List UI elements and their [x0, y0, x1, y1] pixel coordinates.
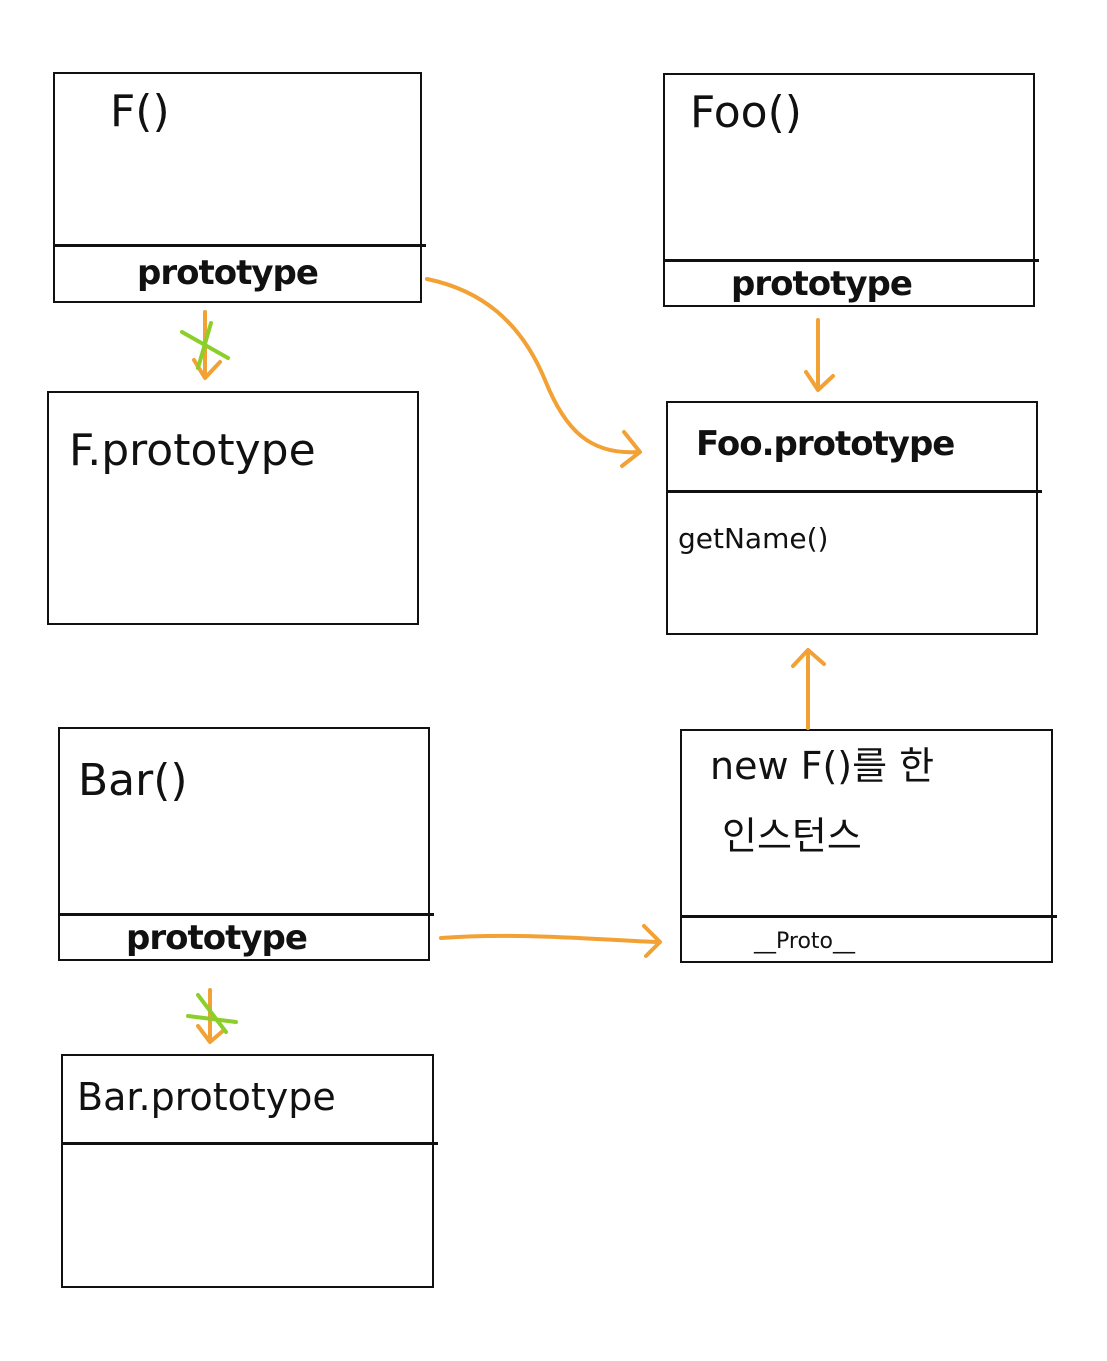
f-function-divider: [53, 244, 426, 247]
bar-function-divider: [58, 913, 434, 916]
arrow-icon: [804, 318, 835, 392]
bar-function-box: Bar() prototype: [58, 727, 434, 961]
f-function-title: F(): [110, 86, 170, 137]
foo-function-divider: [663, 259, 1039, 262]
bar-function-prototype-label: prototype: [126, 918, 308, 958]
foo-prototype-box: Foo.prototype getName(): [666, 401, 1042, 635]
instance-box: new F()를 한 인스턴스 __Proto__: [680, 729, 1057, 963]
instance-proto-label: __Proto__: [754, 929, 855, 954]
bar-prototype-box: Bar.prototype: [61, 1054, 438, 1288]
bar-prototype-title: Bar.prototype: [77, 1075, 336, 1119]
foo-prototype-divider: [666, 490, 1042, 493]
instance-title-line2: 인스턴스: [722, 814, 862, 858]
f-function-box: F() prototype: [53, 72, 426, 303]
arrow-icon: [425, 277, 642, 468]
arrow-icon: [439, 924, 662, 958]
foo-function-title: Foo(): [690, 87, 802, 138]
arrow-icon: [196, 988, 226, 1044]
f-function-prototype-label: prototype: [137, 253, 319, 293]
bar-function-title: Bar(): [78, 755, 188, 806]
cross-mark-icon: [180, 321, 230, 370]
foo-prototype-method: getName(): [678, 522, 829, 555]
arrow-icon: [791, 648, 826, 730]
instance-title-line1: new F()를 한: [710, 744, 935, 788]
instance-divider: [680, 915, 1057, 918]
cross-mark-icon: [186, 993, 238, 1034]
foo-function-box: Foo() prototype: [663, 73, 1039, 307]
f-prototype-box: F.prototype: [47, 391, 419, 625]
f-prototype-title: F.prototype: [69, 425, 316, 476]
foo-prototype-title: Foo.prototype: [696, 424, 955, 464]
bar-prototype-divider: [61, 1142, 438, 1145]
foo-function-prototype-label: prototype: [731, 264, 913, 304]
